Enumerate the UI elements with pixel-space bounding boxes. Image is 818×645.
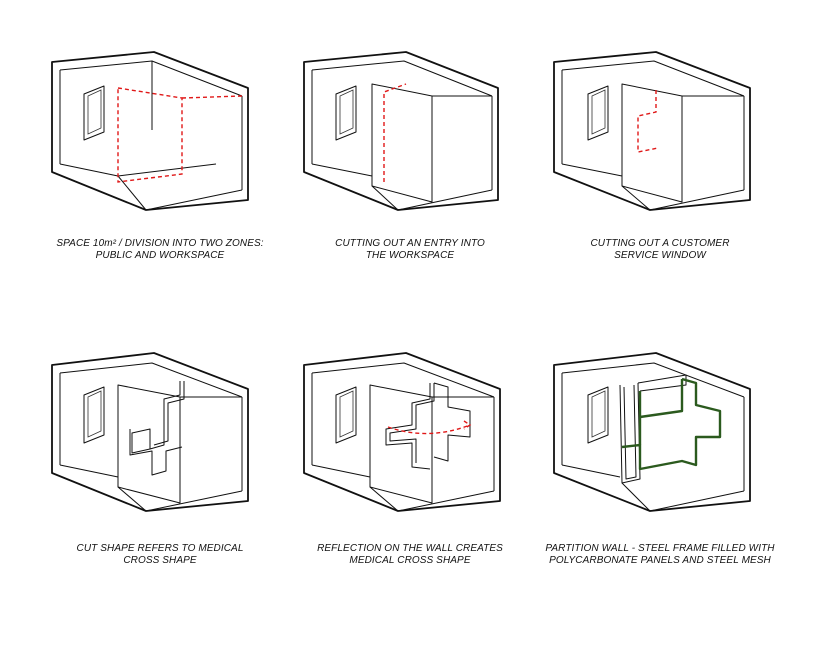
diagram-panel-6: PARTITION WALL - STEEL FRAME FILLED WITH… (530, 345, 790, 645)
caption-2: CUTTING OUT AN ENTRY INTO THE WORKSPACE (280, 238, 540, 262)
diagram-panel-2: CUTTING OUT AN ENTRY INTO THE WORKSPACE (280, 40, 540, 340)
caption-5-line-1: REFLECTION ON THE WALL CREATES (317, 543, 503, 554)
caption-6-line-1: PARTITION WALL - STEEL FRAME FILLED WITH (545, 543, 775, 554)
caption-4-line-1: CUT SHAPE REFERS TO MEDICAL (76, 543, 244, 554)
caption-3: CUTTING OUT A CUSTOMER SERVICE WINDOW (530, 238, 790, 262)
diagram-panel-4: CUT SHAPE REFERS TO MEDICAL CROSS SHAPE (30, 345, 290, 645)
caption-1-line-1: SPACE 10m² / DIVISION INTO TWO ZONES: (56, 238, 264, 249)
caption-1: SPACE 10m² / DIVISION INTO TWO ZONES: PU… (30, 238, 290, 262)
room-axonometric-3 (553, 51, 751, 211)
caption-4: CUT SHAPE REFERS TO MEDICAL CROSS SHAPE (30, 543, 290, 567)
room-axonometric-1 (51, 51, 249, 211)
room-axonometric-6 (553, 352, 751, 512)
caption-4-line-2: CROSS SHAPE (123, 555, 197, 566)
caption-6-line-2: POLYCARBONATE PANELS AND STEEL MESH (549, 555, 771, 566)
diagram-panel-3: CUTTING OUT A CUSTOMER SERVICE WINDOW (530, 40, 790, 340)
room-axonometric-4 (51, 352, 249, 512)
caption-5-line-2: MEDICAL CROSS SHAPE (349, 555, 471, 566)
caption-3-line-1: CUTTING OUT A CUSTOMER (590, 238, 730, 249)
caption-2-line-2: THE WORKSPACE (365, 250, 455, 261)
diagram-panel-1: SPACE 10m² / DIVISION INTO TWO ZONES: PU… (30, 40, 290, 340)
room-axonometric-2 (303, 51, 499, 211)
caption-1-line-2: PUBLIC AND WORKSPACE (95, 250, 225, 261)
caption-6: PARTITION WALL - STEEL FRAME FILLED WITH… (530, 543, 790, 567)
room-axonometric-5 (303, 352, 501, 512)
caption-5: REFLECTION ON THE WALL CREATES MEDICAL C… (280, 543, 540, 567)
diagram-panel-5: REFLECTION ON THE WALL CREATES MEDICAL C… (280, 345, 540, 645)
caption-3-line-2: SERVICE WINDOW (614, 250, 706, 261)
caption-2-line-1: CUTTING OUT AN ENTRY INTO (335, 238, 485, 249)
